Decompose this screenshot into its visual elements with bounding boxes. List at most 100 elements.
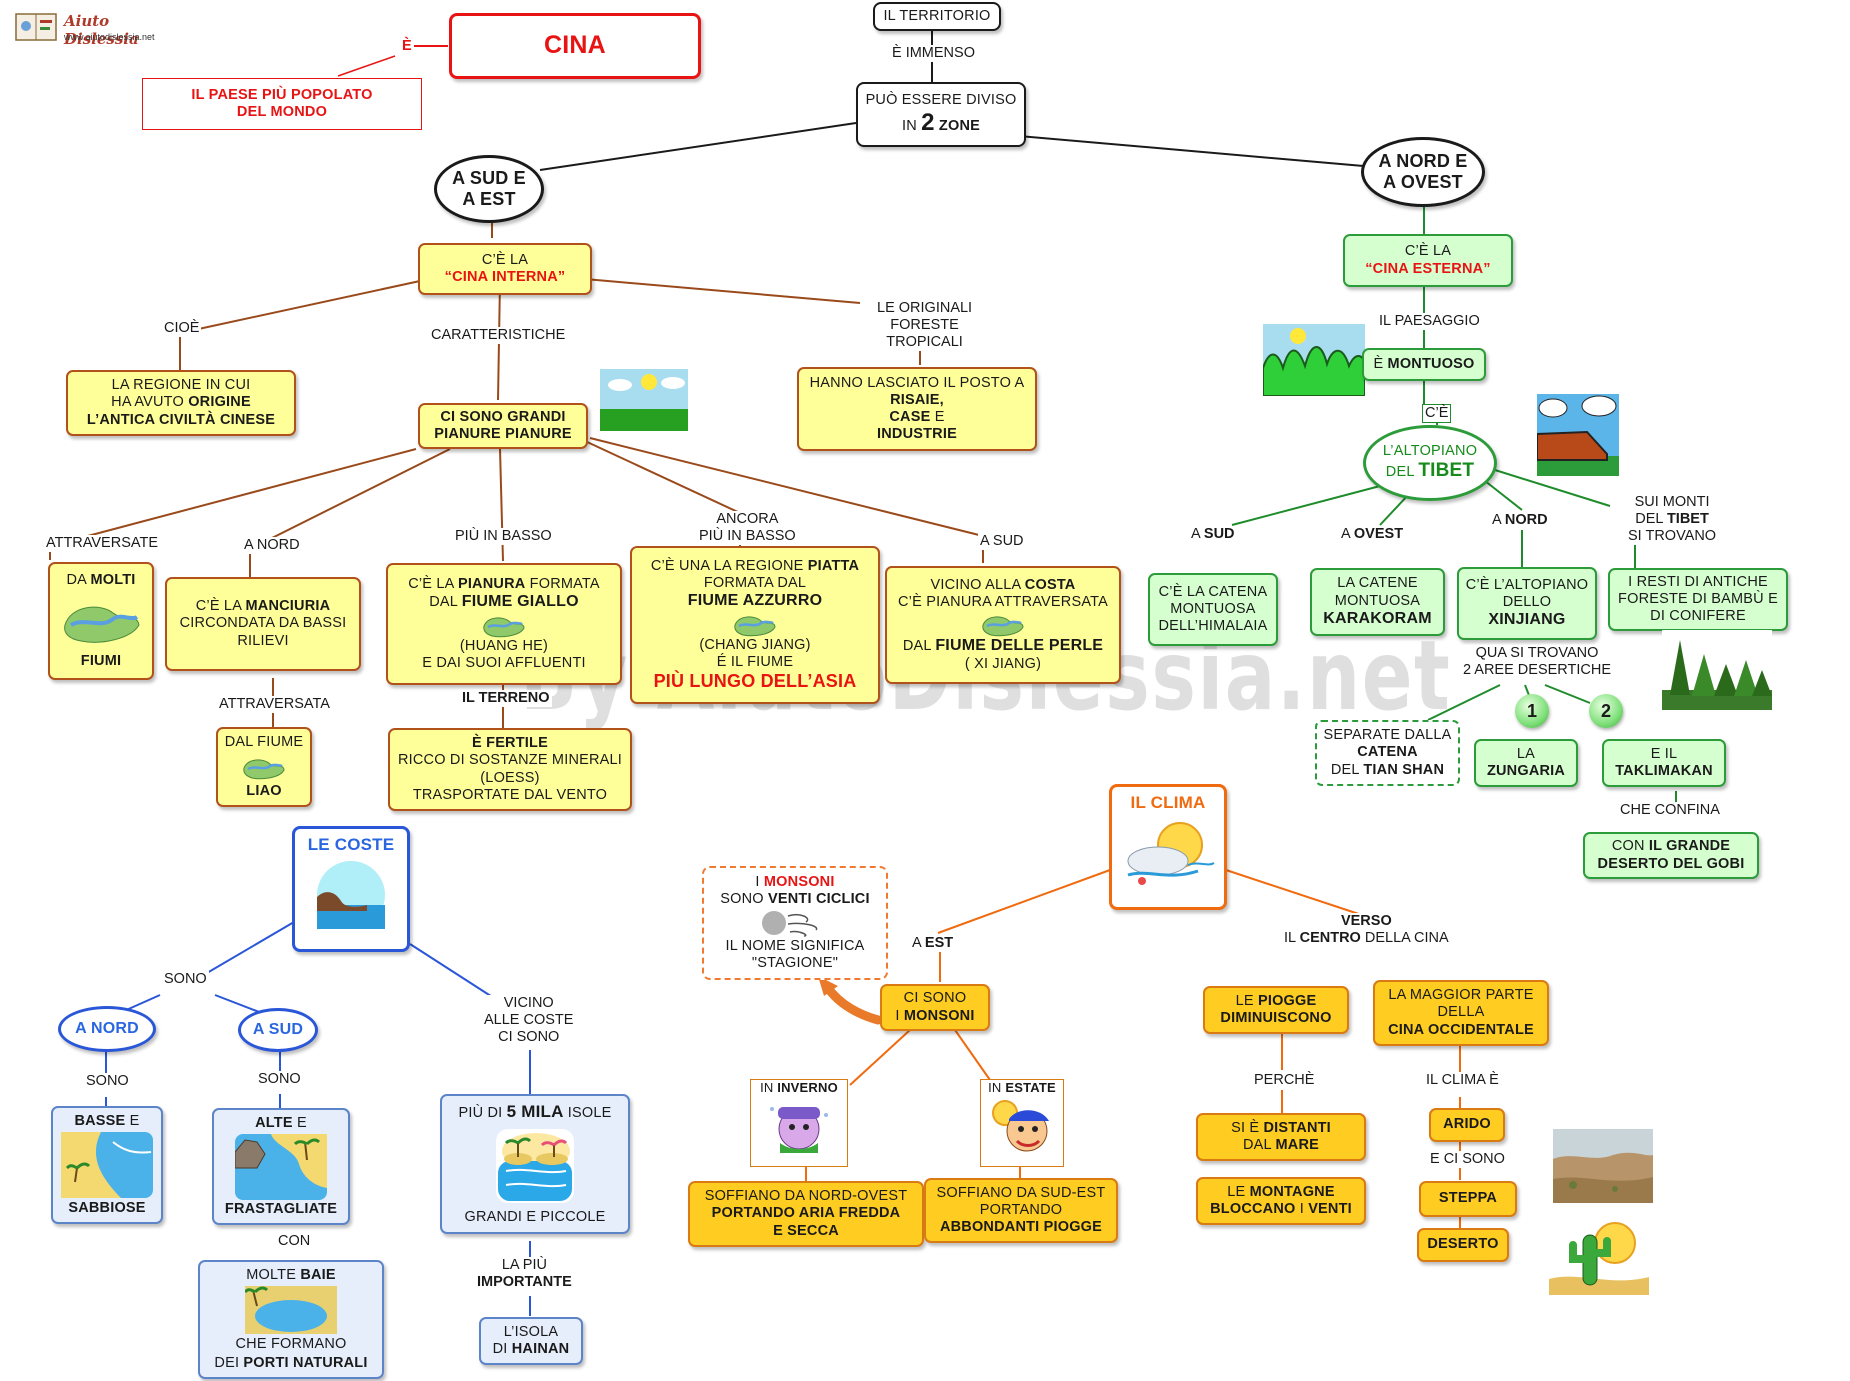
monsoons-box: CI SONO I MONSONI: [880, 984, 990, 1031]
label-east: A EST: [910, 935, 956, 953]
label-coasts-are-south: SONO: [256, 1071, 303, 1089]
wind-icon: [762, 911, 818, 937]
bamboo-forests-box: I RESTI DI ANTICHE FORESTE DI BAMBÙ E DI…: [1608, 568, 1788, 631]
coasts-south-node: A SUD: [238, 1008, 318, 1052]
label-near-coasts: VICINO ALLE COSTE CI SONO: [482, 995, 576, 1047]
label-coasts-are: SONO: [162, 971, 209, 989]
label-most-important: LA PIÙ IMPORTANTE: [475, 1257, 574, 1292]
most-populous-box: IL PAESE PIÙ POPOLATO DEL MONDO: [142, 78, 422, 130]
river-map-icon: [734, 616, 776, 637]
bay-picture-icon: [245, 1286, 337, 1334]
manchuria-box: C’È LA MANCIURIA CIRCONDATA DA BASSI RIL…: [165, 577, 361, 671]
divisible-box: PUÒ ESSERE DIVISO IN 2 ZONE: [856, 82, 1026, 147]
great-plains-box: CI SONO GRANDI PIANURE PIANURE: [418, 403, 588, 449]
label-coasts-are-north: SONO: [84, 1073, 131, 1091]
aiutodislessia-logo: Aiuto Dislessia www.aiutodislessia.net: [14, 10, 172, 48]
label-toward-center: VERSO IL CENTRO DELLA CINA: [1282, 913, 1451, 948]
gobi-desert-box: CON IL GRANDE DESERTO DEL GOBI: [1583, 832, 1759, 879]
summer-card: IN ESTATE: [980, 1079, 1064, 1167]
river-map-icon: [243, 759, 285, 780]
tibet-plateau-node: L’ALTOPIANO DEL TIBET: [1363, 425, 1497, 501]
label-cioe: CIOÈ: [162, 320, 202, 338]
desert-cactus-icon: [1549, 1222, 1649, 1295]
forest-picture-icon: [1662, 630, 1772, 710]
many-rivers-box: DA MOLTI FIUMI: [48, 562, 154, 680]
bays-box: MOLTE BAIE CHE FORMANO DEI PORTI NATURAL…: [198, 1260, 384, 1379]
label-with: CON: [276, 1233, 313, 1251]
fertile-terrain-box: È FERTILE RICCO DI SOSTANZE MINERALI (LO…: [388, 728, 632, 811]
title-cina: CINA: [449, 13, 701, 79]
mountainous-box: È MONTUOSO: [1362, 348, 1486, 381]
label-terrain: IL TERRENO: [460, 690, 552, 708]
zungaria-box: LA ZUNGARIA: [1474, 739, 1578, 787]
mountains-picture-icon: [1263, 324, 1365, 396]
logo-title: Aiuto Dislessia: [64, 12, 139, 48]
label-lower: PIÙ IN BASSO: [453, 528, 554, 546]
outer-china-box: C’È LA “CINA ESTERNA”: [1343, 234, 1513, 287]
island-picture-icon: [496, 1128, 574, 1203]
number-two-badge: 2: [1589, 694, 1623, 728]
coast-globe-icon: [317, 861, 385, 930]
territory-box: IL TERRITORIO: [873, 2, 1001, 31]
river-map-icon: [483, 617, 525, 638]
label-there-are: E CI SONO: [1428, 1151, 1507, 1169]
label-crossed-by: ATTRAVERSATA: [217, 696, 332, 714]
himalaya-box: C’È LA CATENA MONTUOSA DELL’HIMALAIA: [1148, 573, 1278, 646]
steppe-photo-icon: [1553, 1129, 1653, 1203]
label-tropical-forests: LE ORIGINALI FORESTE TROPICALI: [875, 300, 975, 352]
western-china-box: LA MAGGIOR PARTE DELLA CINA OCCIDENTALE: [1373, 980, 1549, 1046]
label-crossed: ATTRAVERSATE: [44, 535, 160, 553]
northwest-winds-box: SOFFIANO DA NORD-OVEST PORTANDO ARIA FRE…: [688, 1181, 924, 1247]
label-is: È: [400, 38, 414, 56]
label-tibet-mountains: SUI MONTI DEL TIBET SI TROVANO: [1626, 494, 1719, 546]
steppe-box: STEPPA: [1419, 1181, 1517, 1217]
blue-river-plain-box: C’È UNA LA REGIONE PIATTA FORMATA DAL FI…: [630, 546, 880, 704]
beach-picture-icon: [61, 1132, 153, 1198]
plains-picture-icon: [600, 369, 688, 431]
high-jagged-coasts-box: ALTE E FRASTAGLIATE: [212, 1108, 350, 1225]
river-map-icon: [64, 606, 140, 643]
label-south-nw: A SUD: [1189, 526, 1237, 544]
cold-face-icon: [770, 1107, 828, 1154]
mountains-block-box: LE MONTAGNE BLOCCANO I VENTI: [1196, 1177, 1366, 1225]
rain-decreases-box: LE PIOGGE DIMINUISCONO: [1203, 986, 1349, 1034]
logo-url: www.aiutodislessia.net: [64, 32, 155, 42]
label-why: PERCHÈ: [1252, 1072, 1317, 1090]
number-one-badge: 1: [1515, 694, 1549, 728]
islands-box: PIÙ DI 5 MILA ISOLE GRANDI E PICCOLE: [440, 1094, 630, 1234]
origin-box: LA REGIONE IN CUI HA AVUTO ORIGINE L’ANT…: [66, 370, 296, 436]
winter-card: IN INVERNO: [750, 1079, 848, 1167]
book-logo-icon: [15, 13, 57, 41]
weather-picture-icon: [1127, 822, 1215, 886]
monsoon-definition-box: I MONSONI SONO VENTI CICLICI IL NOME SIG…: [702, 866, 888, 980]
desert-box: DESERTO: [1417, 1228, 1509, 1262]
xinjiang-box: C’È L’ALTOPIANO DELLO XINJIANG: [1457, 567, 1597, 640]
liao-box: DAL FIUME LIAO: [216, 727, 312, 807]
rice-fields-box: HANNO LASCIATO IL POSTO A RISAIE, CASE E…: [797, 367, 1037, 451]
hot-face-icon: [992, 1100, 1049, 1152]
label-there-is: C’È: [1422, 404, 1452, 424]
label-west-nw: A OVEST: [1339, 526, 1406, 544]
label-immense: È IMMENSO: [890, 45, 977, 63]
yellow-river-plain-box: C’È LA PIANURA FORMATA DAL FIUME GIALLO …: [386, 563, 622, 685]
river-map-icon: [982, 616, 1024, 637]
label-landscape: IL PAESAGGIO: [1377, 313, 1482, 331]
label-even-lower: ANCORA PIÙ IN BASSO: [697, 511, 798, 546]
label-north: A NORD: [242, 537, 302, 555]
tian-shan-box: SEPARATE DALLA CATENA DEL TIAN SHAN: [1315, 720, 1460, 786]
southeast-winds-box: SOFFIANO DA SUD-EST PORTANDO ABBONDANTI …: [924, 1178, 1118, 1243]
inner-china-box: C’È LA “CINA INTERNA”: [418, 243, 592, 295]
cliff-picture-icon: [235, 1133, 327, 1200]
karakoram-box: LA CATENE MONTUOSA KARAKORAM: [1310, 568, 1445, 636]
low-sandy-coasts-box: BASSE E SABBIOSE: [51, 1106, 163, 1224]
label-desert-areas: QUA SI TROVANO 2 AREE DESERTICHE: [1461, 645, 1614, 680]
plateau-picture-icon: [1537, 394, 1619, 476]
label-borders: CHE CONFINA: [1618, 802, 1722, 820]
arid-box: ARIDO: [1429, 1108, 1505, 1142]
climate-title-box: IL CLIMA: [1109, 784, 1227, 910]
coasts-north-node: A NORD: [58, 1006, 156, 1052]
hainan-box: L’ISOLA DI HAINAN: [479, 1317, 583, 1365]
label-characteristics: CARATTERISTICHE: [429, 327, 568, 345]
